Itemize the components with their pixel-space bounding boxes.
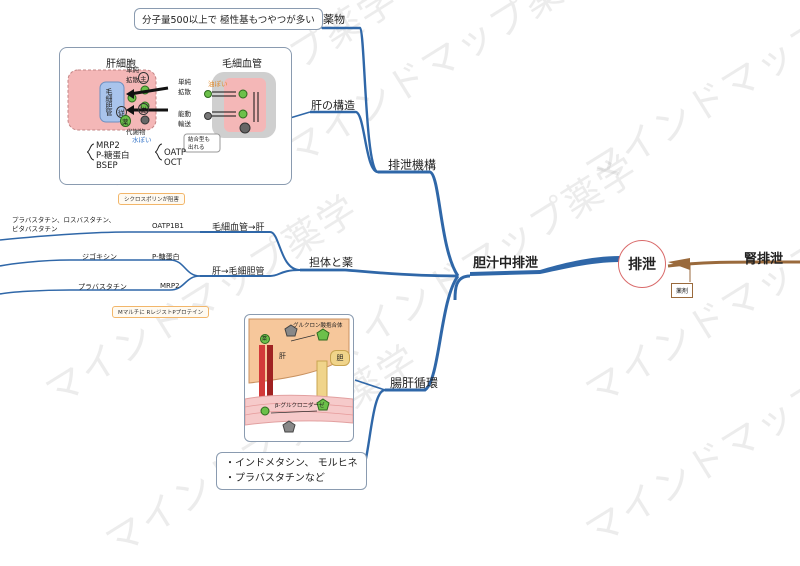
glucuronide-pentagon [284, 324, 298, 337]
glucuronide-pentagon [316, 328, 330, 341]
marker-sub: 従 [138, 103, 149, 115]
glucuronide-pentagon [282, 420, 296, 433]
exchange-arrows [212, 91, 236, 117]
branch-enterohepatic-to-box [354, 379, 386, 391]
branch-to-carriers [300, 268, 459, 278]
exchange-arrows [253, 92, 259, 122]
big-arrow [129, 86, 169, 96]
drug-marker: 薬 [262, 336, 268, 342]
drug-dot [238, 109, 248, 119]
capillary-label: 毛細血管 [222, 59, 262, 70]
root-node[interactable]: 排泄 [618, 240, 666, 288]
bile-badge: 胆 [330, 350, 350, 366]
drug-dot [140, 115, 150, 125]
simple-diffusion-right: 単純 拡散 [178, 78, 191, 96]
liver-label: 肝 [279, 352, 286, 360]
enzyme-label: β-グルクロニダーゼ [275, 403, 325, 409]
marker-main: 主 [138, 72, 149, 84]
transporter-item: OCT [164, 158, 182, 168]
transporter-item: OATP [164, 148, 187, 158]
mindmap-connectors [0, 21, 800, 474]
flow-arrow [290, 334, 316, 342]
carrier-row-pgp [0, 259, 201, 277]
bound-label: 結合型も 出れる [188, 137, 211, 151]
branch-to-excretion [378, 170, 460, 277]
simple-diffusion-top: 単純 拡散 [126, 66, 139, 84]
liver-structure-figure [67, 69, 276, 161]
enterohepatic-figure [245, 318, 353, 433]
topic-structure[interactable]: 肝の構造 [311, 99, 355, 112]
bound-note-frame [183, 133, 221, 153]
bile-canaliculus-label: 毛細胆管 [105, 88, 113, 116]
carrier-row-mrp2 [0, 275, 201, 295]
branch-hub [453, 274, 471, 301]
portal-vessel [259, 345, 265, 421]
drug-dot [260, 334, 270, 344]
metabolite-label: 代謝物 [126, 128, 146, 136]
carrier-mrp2: MRP2 [160, 282, 180, 290]
renal-excretion-label[interactable]: 腎排泄 [744, 252, 784, 267]
root-label: 排泄 [628, 257, 656, 273]
drug-dot [239, 122, 251, 134]
drugs-mrp2: プラバスタチン [78, 283, 127, 291]
branch-to-enterohepatic [385, 275, 460, 392]
enterohepatic-box: グルクロン酸抱合体 肝 薬 β-グルクロニダーゼ [244, 314, 354, 442]
intestine-wall [245, 402, 353, 416]
glucuronide-pentagon [316, 398, 330, 411]
transporters-left: MRP2 P-糖蛋白 BSEP [96, 141, 130, 171]
active-transport: 能動 輸送 [178, 110, 191, 128]
drugs-pgp: ジゴキシン [82, 253, 117, 261]
transporter-brace [154, 143, 163, 161]
drug-dot [260, 406, 270, 416]
bile-label: 胆 [336, 354, 344, 362]
branch-main-taper [470, 256, 620, 276]
carrier-oatp1b1: OATP1B1 [152, 222, 184, 230]
transporter-item: MRP2 [96, 141, 120, 151]
drug-dot [204, 112, 212, 120]
branch-structure-to-box [289, 111, 311, 119]
example-item: ・インドメタシン、 モルヒネ [225, 458, 358, 469]
water-label: 水ぽい [132, 136, 152, 144]
portal-vessel [267, 345, 273, 421]
carrier-upper [200, 231, 301, 271]
glucuronide-label: グルクロン酸抱合体 [293, 323, 343, 329]
cyclosporin-note: シクロスポリンが阻害 [118, 193, 186, 205]
transporters-right: OATP OCT [164, 148, 186, 168]
carrier-blood-to-liver[interactable]: 毛細血管→肝 [212, 223, 265, 233]
renal-note: 薬剤 [671, 283, 694, 298]
topic-carriers[interactable]: 担体と薬 [309, 256, 353, 269]
oil-label: 油ぽい [208, 80, 228, 88]
drug-dot [238, 89, 248, 99]
topic-drugs[interactable]: 薬物 [323, 13, 345, 26]
carrier-row-oatp [0, 231, 200, 241]
transporter-item: BSEP [96, 161, 118, 171]
drugs-note-box: 分子量500以上で 極性基もつやつが多い [134, 8, 323, 30]
enterohepatic-examples-box: ・インドメタシン、 モルヒネ ・プラバスタチンなど [216, 452, 367, 490]
branch-renal-taper [668, 258, 690, 270]
mrp-mnemonic-note: Mマルチに RレジストPプロテイン [112, 306, 210, 318]
drugs-oatp1b1: プラバスタチン、ロスバスタチン、 ピタバスタチン [12, 216, 116, 233]
liver-structure-box: 肝細胞 毛細血管 毛細胆管 単純 拡散 単純 拡散 能動 輸送 主 従 従 薬 … [59, 47, 292, 185]
topic-enterohepatic[interactable]: 腸肝循環 [390, 376, 439, 390]
topic-excretion-pathway[interactable]: 排泄機構 [388, 158, 437, 172]
transporter-brace [86, 143, 95, 161]
branch-to-drugs [322, 26, 380, 174]
flow-arrow [270, 410, 318, 414]
transporter-item: P-糖蛋白 [96, 151, 130, 161]
big-arrow-head [126, 89, 134, 99]
liver-cell-label: 肝細胞 [106, 59, 136, 70]
branch-to-structure [310, 110, 379, 174]
carrier-lower [200, 269, 301, 277]
drug-marker: 薬 [120, 115, 131, 127]
big-arrow-head [126, 105, 134, 115]
example-item: ・プラバスタチンなど [225, 473, 325, 484]
drug-dot [204, 90, 212, 98]
carrier-pgp: P-糖蛋白 [152, 253, 180, 261]
carrier-liver-to-bile[interactable]: 肝→毛細胆管 [212, 267, 265, 277]
main-branch-label[interactable]: 胆汁中排泄 [473, 256, 539, 271]
